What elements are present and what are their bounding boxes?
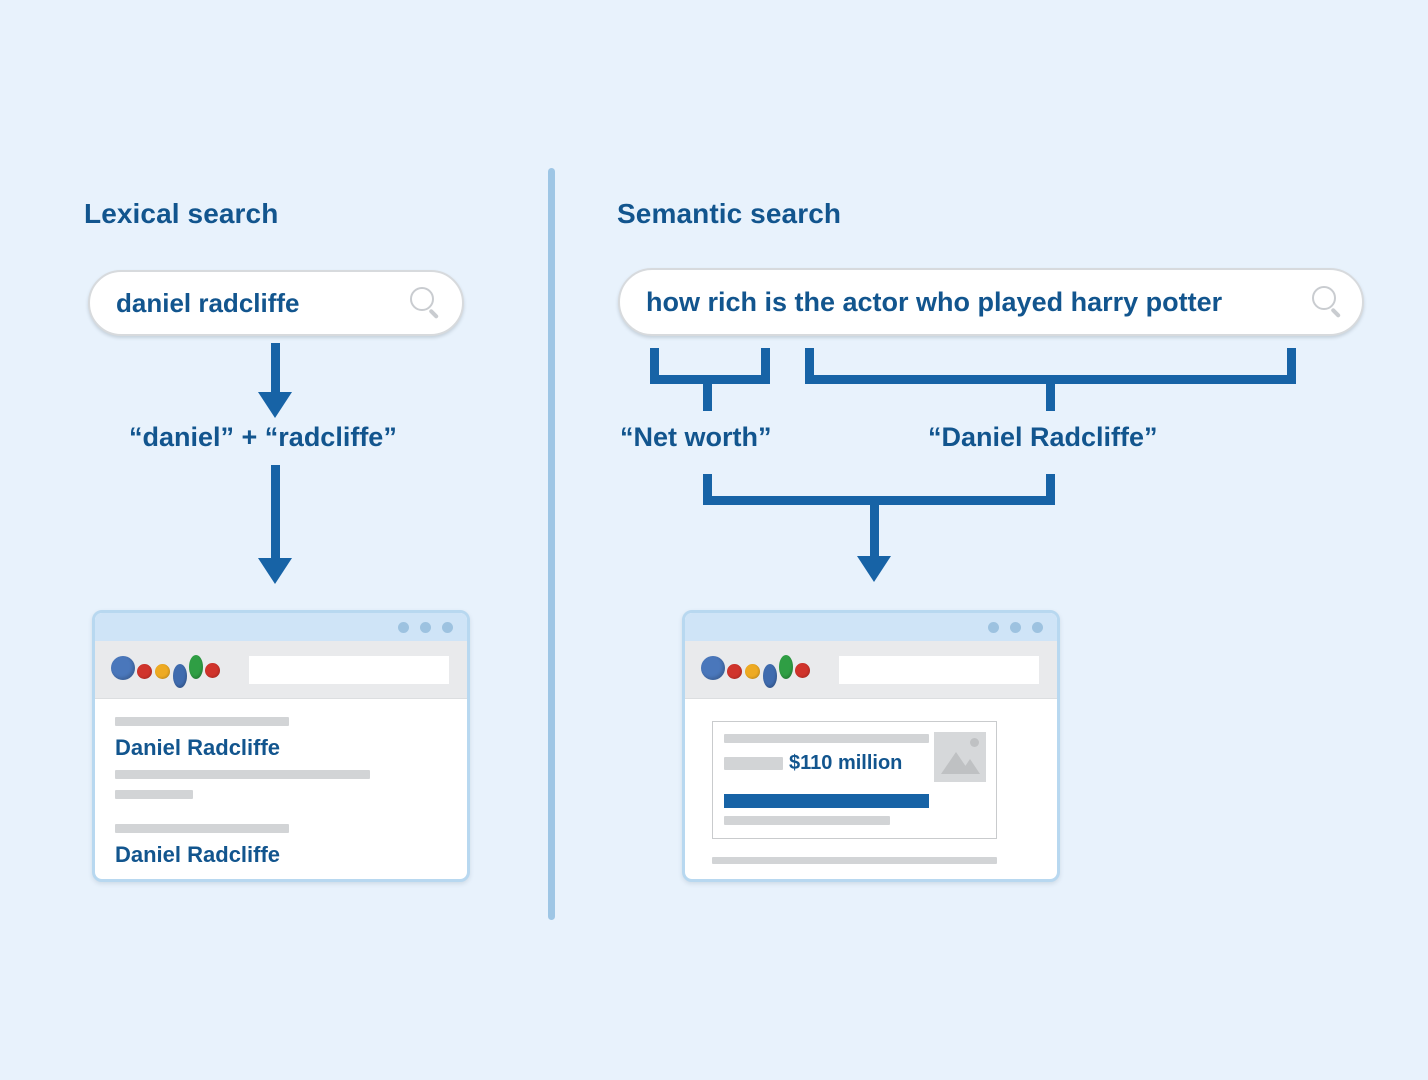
lexical-search-query: daniel radcliffe	[116, 287, 300, 318]
lexical-arrow-2-shaft	[271, 465, 280, 564]
merge-bracket-bottom	[703, 496, 1055, 505]
concept-bracket-2-stem	[1046, 375, 1055, 411]
knowledge-panel-answer: $110 million	[789, 752, 903, 774]
window-dot-icon	[988, 621, 999, 633]
browser-title-bar	[95, 613, 467, 641]
browser-title-bar	[685, 613, 1057, 641]
semantic-column-title: Semantic search	[617, 198, 842, 229]
semantic-search-query: how rich is the actor who played harry p…	[646, 286, 1223, 317]
kp-label-placeholder	[724, 757, 783, 770]
merge-arrow-head	[857, 556, 891, 582]
window-dot-icon	[1032, 621, 1043, 633]
lexical-search-box[interactable]: daniel radcliffe	[88, 270, 464, 336]
result-snippet-line	[712, 857, 997, 864]
browser-toolbar	[95, 641, 467, 699]
concept-bracket-2-right	[1287, 348, 1296, 384]
concept-bracket-2-left	[805, 348, 814, 384]
lexical-arrow-1-shaft	[271, 343, 280, 397]
lexical-arrow-2-head	[258, 558, 292, 584]
concept-bracket-1-right	[761, 348, 770, 384]
result-title[interactable]: Daniel Radcliffe	[115, 842, 281, 867]
concept-label-net-worth: “Net worth”	[620, 422, 772, 452]
window-dot-icon	[1010, 621, 1021, 633]
magnifier-icon[interactable]	[408, 286, 442, 320]
knowledge-panel[interactable]: $110 million	[712, 721, 997, 839]
lexical-column-title: Lexical search	[84, 198, 279, 229]
magnifier-icon[interactable]	[1310, 285, 1344, 319]
search-engine-logo-icon	[701, 653, 810, 688]
result-snippet-line	[115, 770, 370, 779]
search-result-item[interactable]: Daniel Radcliffe	[115, 717, 467, 799]
semantic-browser-window[interactable]: $110 million	[682, 610, 1060, 882]
image-placeholder-icon	[934, 732, 986, 782]
merge-bracket-left	[703, 474, 712, 504]
result-snippet-line	[115, 790, 193, 799]
search-engine-logo-icon	[111, 653, 220, 688]
kp-highlight-bar	[724, 794, 929, 808]
concept-label-daniel-radcliffe: “Daniel Radcliffe”	[928, 422, 1158, 452]
browser-toolbar	[685, 641, 1057, 699]
lexical-arrow-1-head	[258, 392, 292, 418]
semantic-results-page: $110 million	[685, 699, 1057, 879]
concept-bracket-1-left	[650, 348, 659, 384]
browser-url-bar[interactable]	[249, 655, 449, 684]
search-result-item[interactable]: Daniel Radcliffe	[115, 824, 467, 868]
merge-arrow-shaft	[870, 496, 879, 558]
kp-line	[724, 816, 890, 825]
lexical-tokens-label: “daniel” + “radcliffe”	[129, 422, 397, 452]
window-dot-icon	[420, 621, 431, 633]
concept-bracket-1-stem	[703, 375, 712, 411]
column-divider	[548, 168, 555, 920]
kp-line	[724, 734, 929, 743]
lexical-browser-window[interactable]: Daniel Radcliffe Daniel Radcliffe	[92, 610, 470, 882]
merge-bracket-right	[1046, 474, 1055, 504]
result-url-placeholder	[115, 717, 289, 726]
result-url-placeholder	[115, 824, 289, 833]
lexical-results-page: Daniel Radcliffe Daniel Radcliffe	[95, 699, 467, 879]
result-title[interactable]: Daniel Radcliffe	[115, 735, 281, 760]
window-dot-icon	[398, 621, 409, 633]
window-dot-icon	[442, 621, 453, 633]
semantic-search-box[interactable]: how rich is the actor who played harry p…	[618, 268, 1364, 336]
browser-url-bar[interactable]	[839, 655, 1039, 684]
